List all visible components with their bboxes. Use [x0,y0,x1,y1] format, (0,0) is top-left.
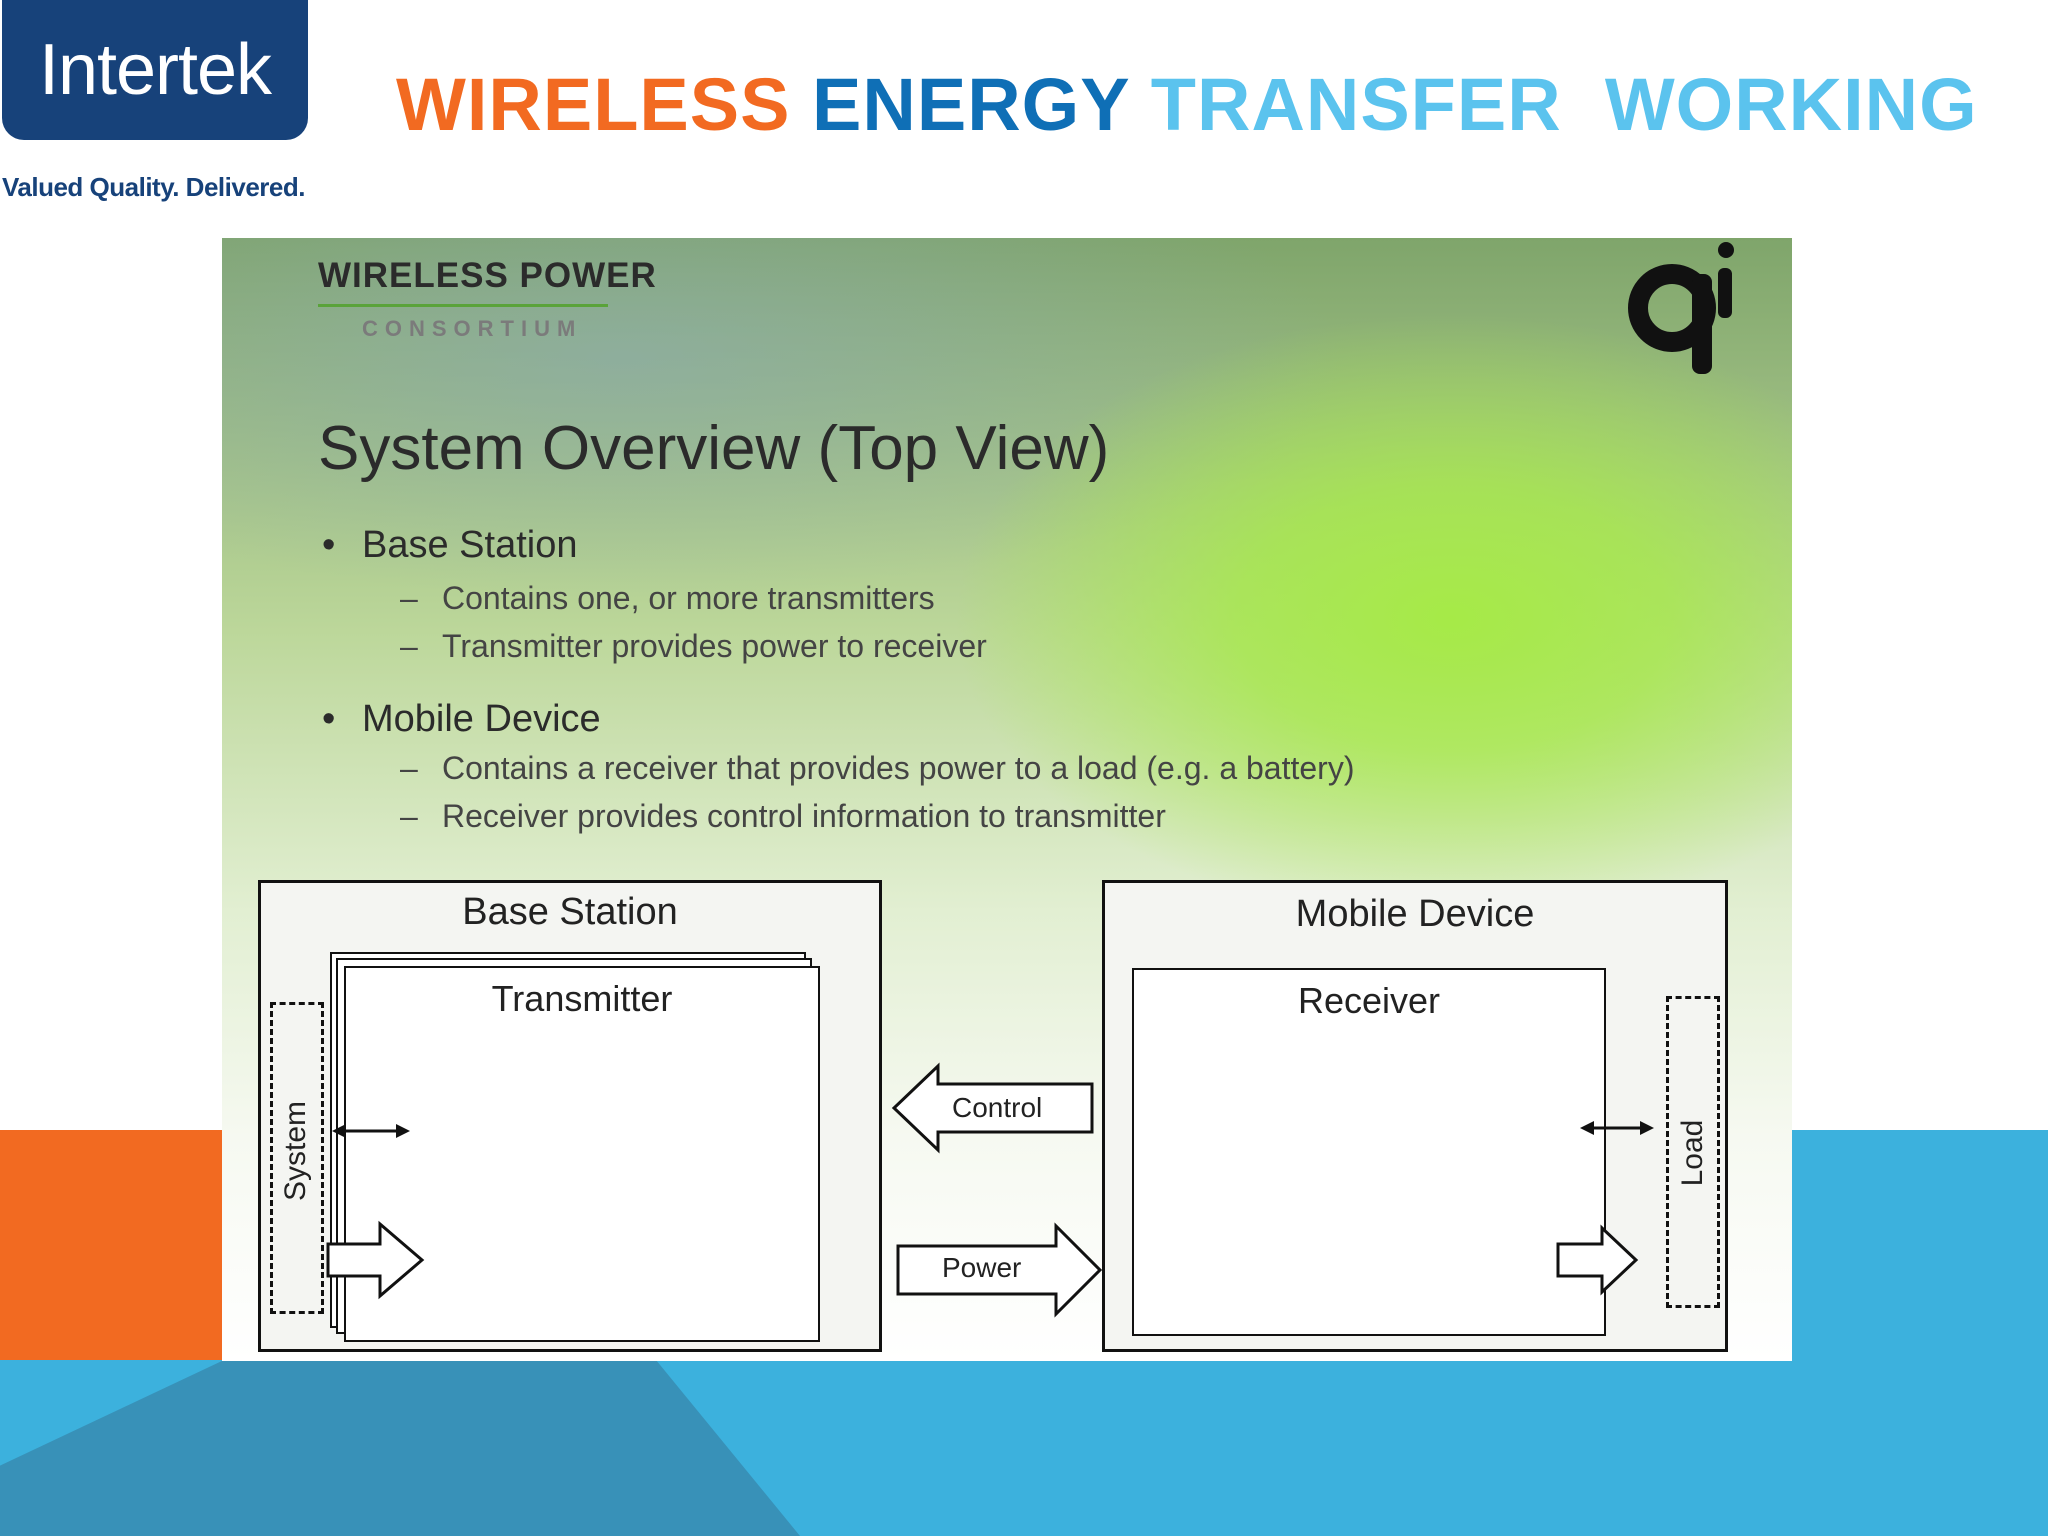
intertek-logo: Intertek [2,0,308,140]
bullet-text: Base Station [362,524,578,566]
qi-logo-icon [1628,242,1734,374]
transmitter-label: Transmitter [491,978,673,1019]
bullet-dot: • [322,698,336,740]
control-arrow-icon [891,1062,1094,1154]
title-word-working: WORKING [1604,63,1978,146]
sub-bullet-dash: – [400,798,418,834]
mobile-device-label: Mobile Device [1295,893,1535,935]
sub-bullet-text: Receiver provides control information to… [442,798,1166,834]
title-word-wireless: WIRELESS [396,63,791,146]
slide-image: WIRELESS POWER CONSORTIUM System Overvie… [222,238,1792,1361]
title-word-energy: ENERGY [812,63,1130,146]
logo-text: Intertek [38,30,272,110]
hollow-arrow-right-icon [1556,1224,1639,1296]
bullet-item: • Base Station [322,524,578,567]
sub-bullet-item: – Contains one, or more transmitters [400,580,935,617]
sub-bullet-item: – Transmitter provides power to receiver [400,628,987,665]
page-title: WIRELESS ENERGY TRANSFER WORKING [396,62,1978,147]
load-dashed-box [1666,996,1720,1308]
title-word-transfer: TRANSFER [1150,63,1562,146]
slide-heading: System Overview (Top View) [318,414,1110,483]
wpc-logo-underline [318,304,608,307]
sub-bullet-text: Transmitter provides power to receiver [442,628,987,664]
wpc-logo-subtitle: CONSORTIUM [362,316,583,341]
sub-bullet-dash: – [400,628,418,664]
diagram-arrows [326,1062,1654,1318]
bullet-item: • Mobile Device [322,698,601,741]
base-station-label: Base Station [462,891,678,933]
transmitter-box: Transmitter [344,966,820,1342]
hollow-arrow-right-icon [326,1220,425,1300]
sub-bullet-item: – Receiver provides control information … [400,798,1166,835]
sub-bullet-text: Contains one, or more transmitters [442,580,935,616]
double-arrow-icon [1580,1121,1654,1135]
sub-bullet-text: Contains a receiver that provides power … [442,750,1355,786]
receiver-label: Receiver [1297,980,1441,1021]
sub-bullet-item: – Contains a receiver that provides powe… [400,750,1355,787]
receiver-box: Receiver [1132,968,1606,1336]
double-arrow-icon [332,1124,410,1138]
control-label: Control [952,1092,1043,1123]
wpc-logo-title: WIRELESS POWER [318,256,657,295]
system-dashed-box [270,1002,324,1314]
power-label: Power [942,1252,1022,1283]
sub-bullet-dash: – [400,580,418,616]
logo-tagline: Valued Quality. Delivered. [2,172,305,202]
bullet-text: Mobile Device [362,698,601,740]
bullet-dot: • [322,524,336,566]
power-arrow-icon [896,1222,1103,1318]
sub-bullet-dash: – [400,750,418,786]
